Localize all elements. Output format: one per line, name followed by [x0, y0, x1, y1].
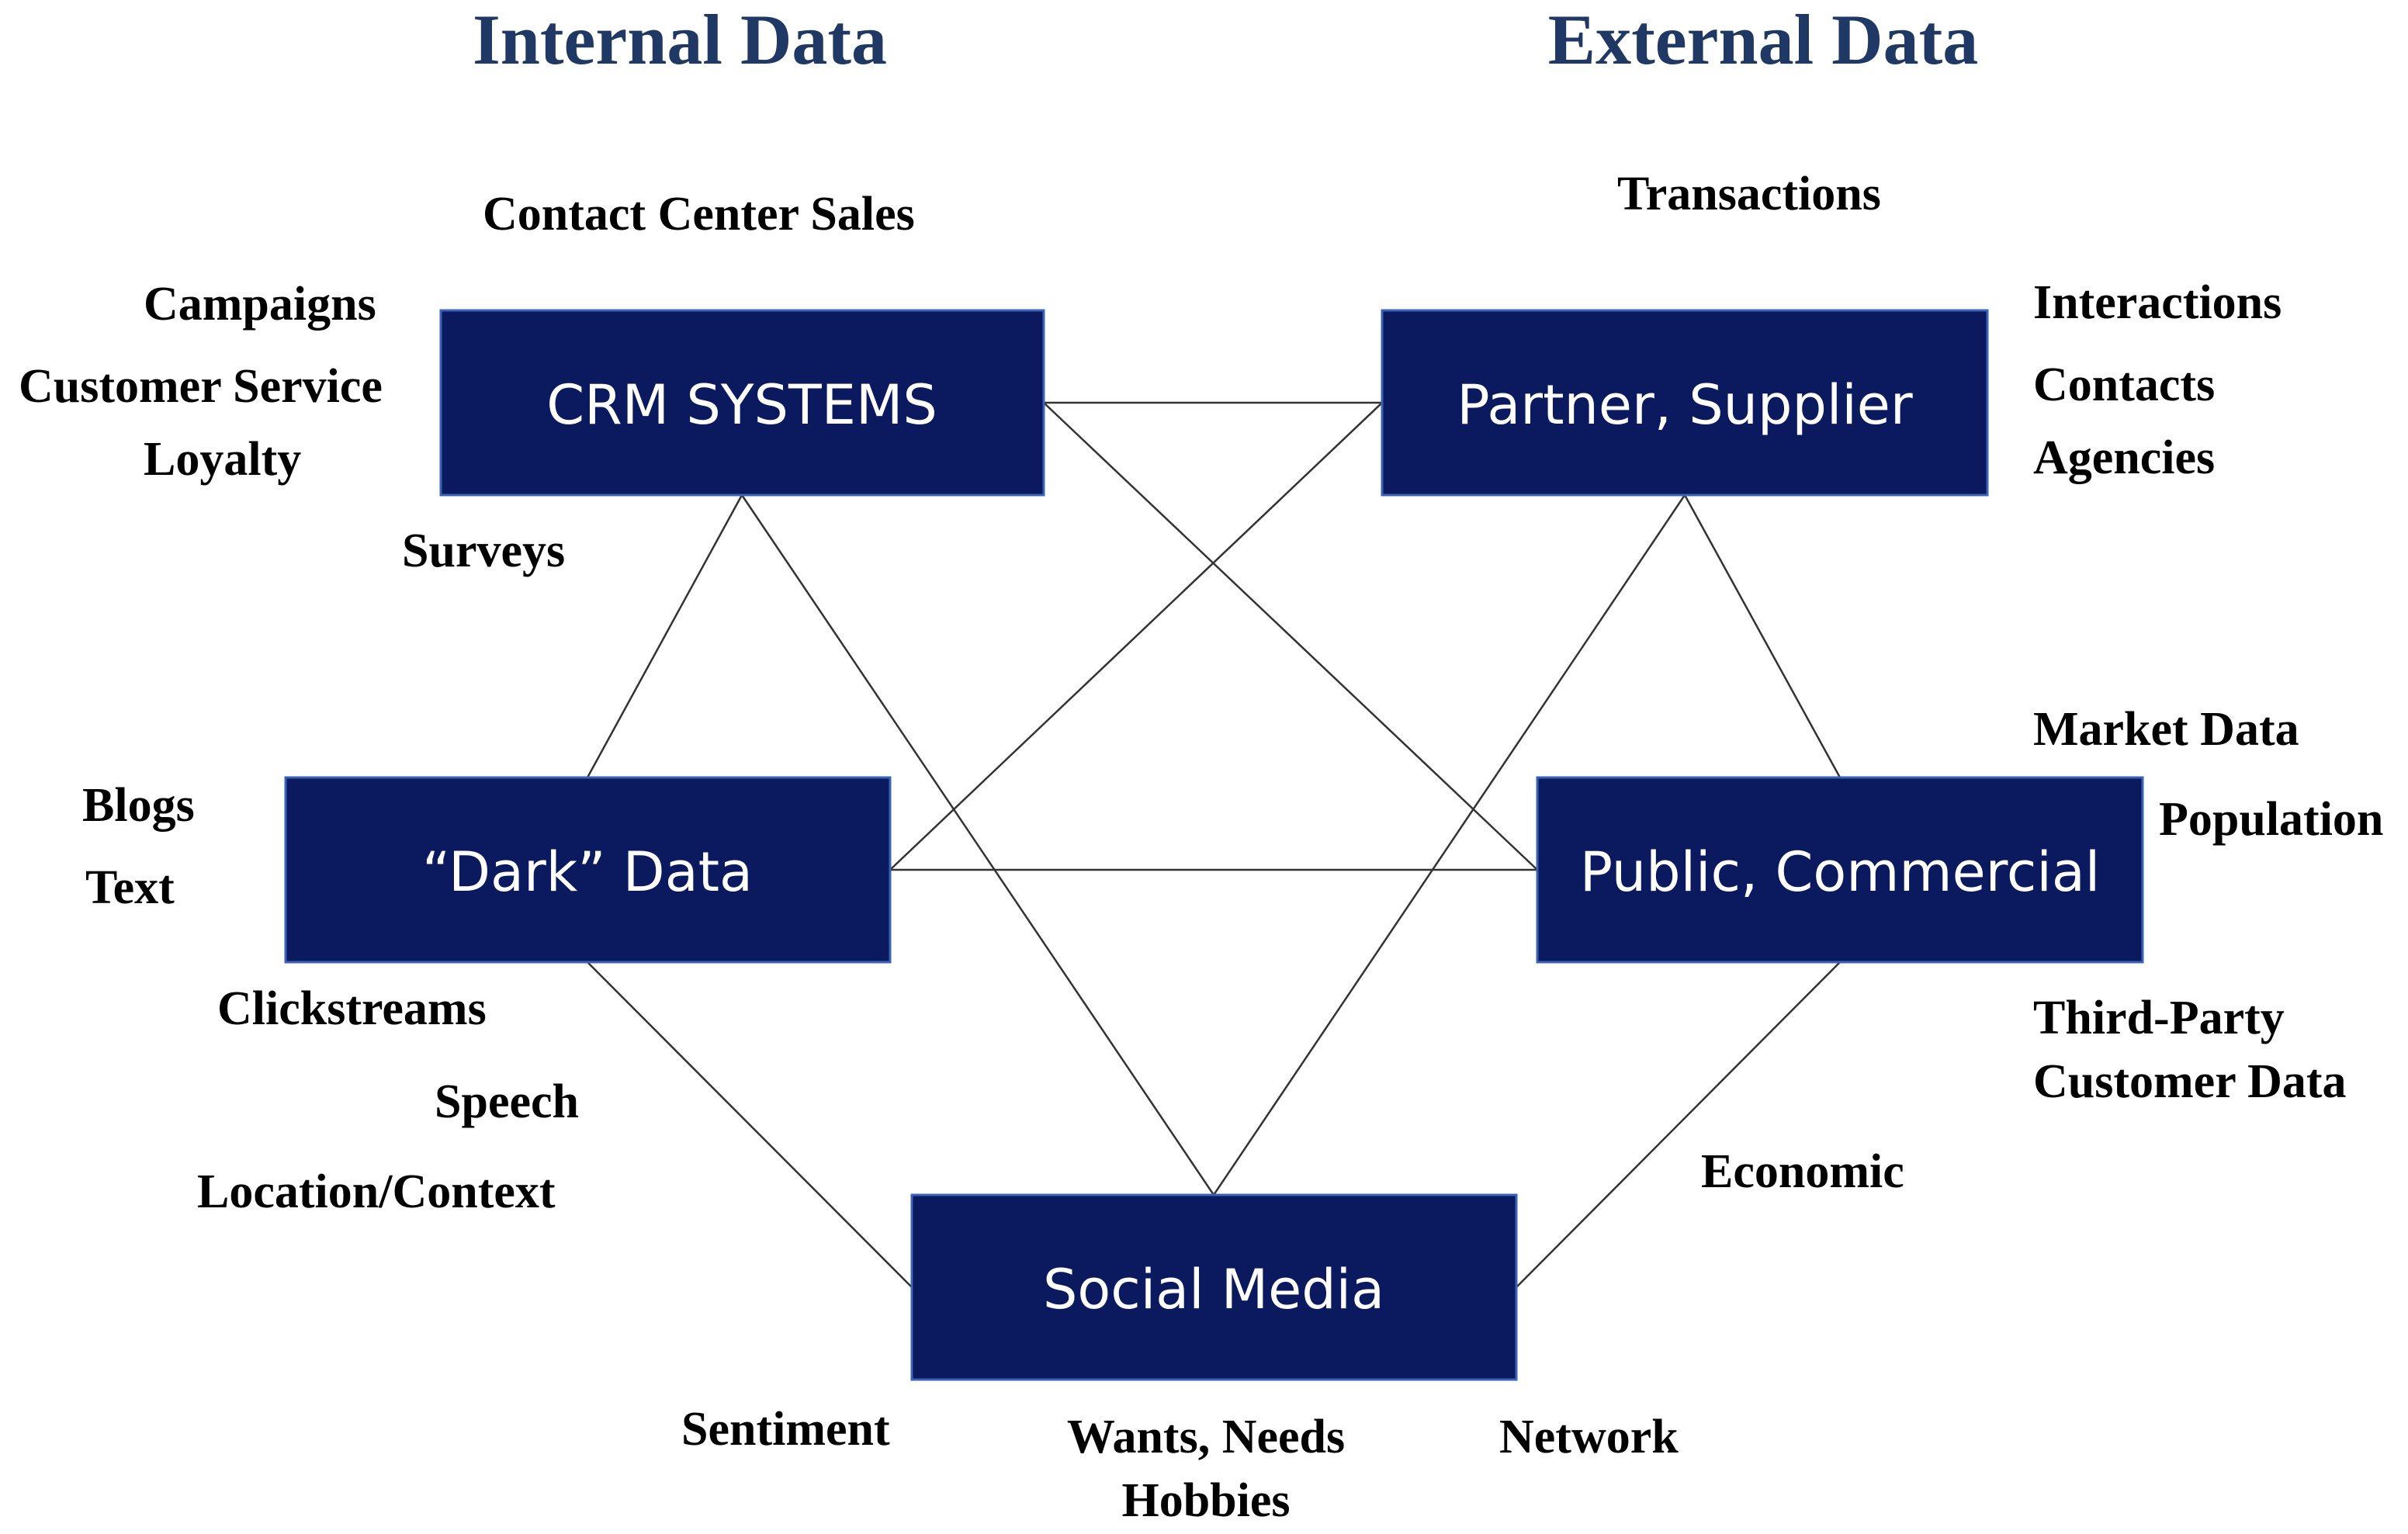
label-agencies: Agencies — [2033, 431, 2215, 484]
label-interactions: Interactions — [2033, 276, 2282, 329]
connector-lines — [586, 401, 1842, 1288]
label-surveys: Surveys — [402, 525, 565, 577]
node-public-commercial: Public, Commercial — [1536, 776, 2144, 964]
node-social-media-box — [910, 1193, 1518, 1381]
label-campaigns: Campaigns — [144, 278, 376, 331]
label-contact-center-sales: Contact Center Sales — [483, 188, 915, 241]
label-customer-data: Customer Data — [2033, 1055, 2347, 1108]
node-partner-supplier-box — [1381, 309, 1989, 497]
label-network: Network — [1499, 1411, 1679, 1463]
label-customer-service: Customer Service — [19, 360, 383, 413]
node-dark-data-label: “Dark” Data — [422, 840, 753, 904]
node-crm-systems-label: CRM SYSTEMS — [546, 373, 937, 437]
node-social-media-label: Social Media — [1043, 1258, 1384, 1321]
label-text: Text — [85, 861, 175, 914]
label-location-context: Location/Context — [197, 1165, 556, 1218]
connector-crm-public — [1043, 402, 1538, 871]
node-crm-systems-box — [439, 309, 1045, 497]
connector-partner-dark — [889, 402, 1383, 871]
label-speech: Speech — [435, 1075, 579, 1128]
label-population: Population — [2159, 793, 2383, 846]
label-third-party: Third-Party — [2033, 992, 2285, 1044]
node-social-media: Social Media — [910, 1193, 1518, 1381]
label-market-data: Market Data — [2033, 703, 2299, 756]
heading-internal-data: Internal Data — [473, 0, 887, 79]
label-loyalty: Loyalty — [144, 433, 301, 486]
label-transactions: Transactions — [1617, 168, 1881, 220]
node-partner-supplier: Partner, Supplier — [1381, 309, 1989, 497]
label-sentiment: Sentiment — [681, 1403, 890, 1456]
connector-crm-dark — [586, 494, 743, 778]
label-contacts: Contacts — [2033, 358, 2215, 411]
heading-external-data: External Data — [1548, 0, 1978, 79]
label-clickstreams: Clickstreams — [217, 982, 487, 1035]
label-blogs: Blogs — [82, 779, 195, 832]
connector-dark-social — [587, 961, 913, 1288]
node-crm-systems: CRM SYSTEMS — [439, 309, 1045, 497]
node-public-commercial-label: Public, Commercial — [1580, 840, 2100, 904]
connector-crm-social — [740, 494, 1215, 1196]
connector-partner-public — [1683, 494, 1842, 778]
label-hobbies: Hobbies — [1121, 1474, 1290, 1527]
node-dark-data-box — [284, 776, 892, 964]
node-partner-supplier-label: Partner, Supplier — [1457, 373, 1913, 437]
label-economic: Economic — [1701, 1145, 1904, 1198]
node-dark-data: “Dark” Data — [284, 776, 892, 964]
connector-public-social — [1516, 961, 1841, 1288]
node-public-commercial-box — [1536, 776, 2144, 964]
connector-partner-social — [1212, 494, 1686, 1196]
label-wants-needs: Wants, Needs — [1067, 1411, 1345, 1463]
